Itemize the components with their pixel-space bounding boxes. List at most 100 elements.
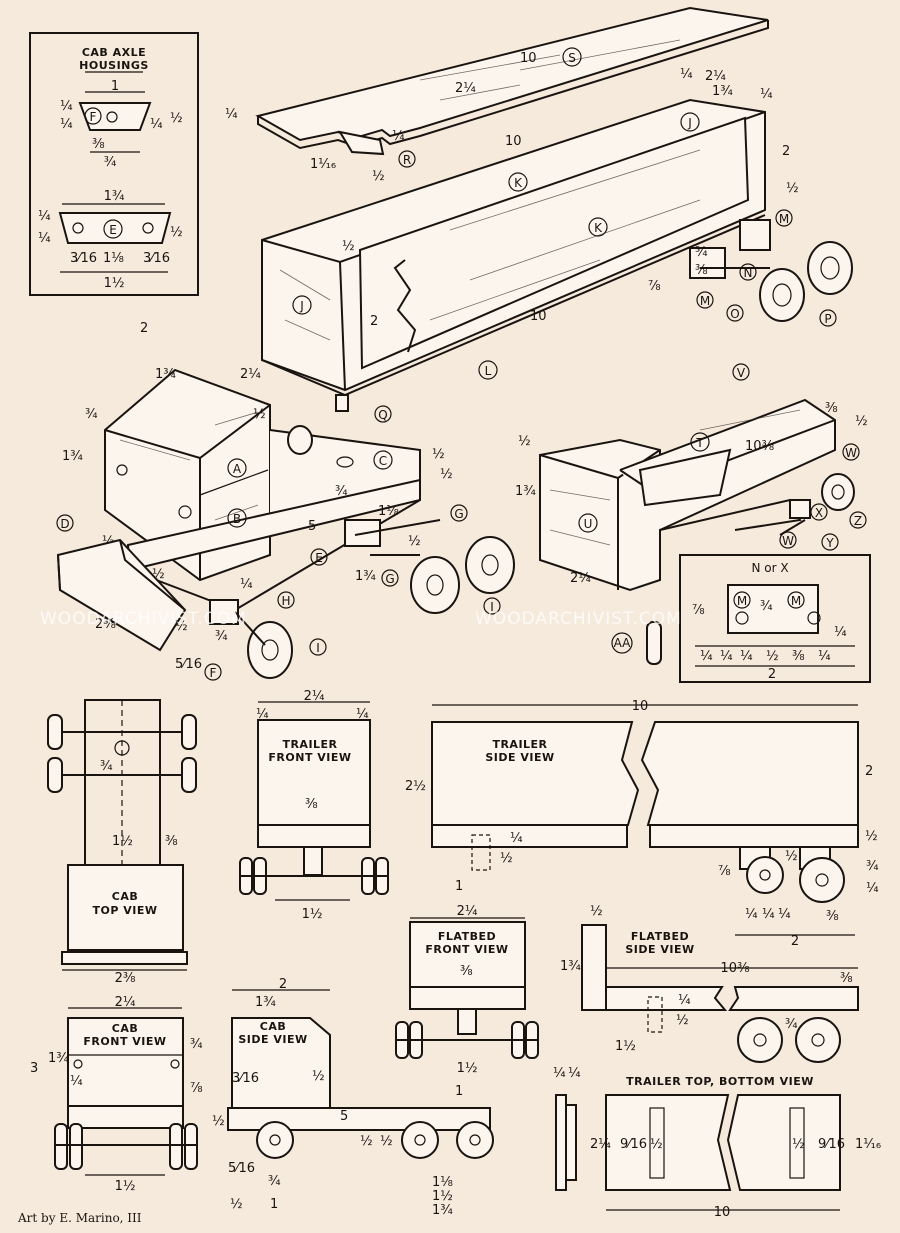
cab-top-view-title-2: TOP VIEW — [93, 904, 158, 917]
axle-inset-d1: ¼ — [700, 649, 713, 664]
dim-cabtop-chassis: 1½ — [112, 834, 133, 849]
axle-inset-d6: ¼ — [818, 649, 831, 664]
dim-cfv-grill: ⅞ — [190, 1081, 203, 1096]
dim-csv-rear-1: 1⅛ — [432, 1175, 453, 1190]
dim-ttb-q1: ¼ — [553, 1066, 566, 1081]
part-b-label: B — [233, 512, 241, 526]
dim-f-height: ½ — [170, 111, 183, 126]
dim-csv-front-axle: ¾ — [268, 1174, 281, 1189]
dim-fsv-h: 1¾ — [560, 959, 581, 974]
dim-tsv-a1: ¼ — [745, 907, 758, 922]
axle-block-inset: N or X M M ¾ ⅞ ¼ ¼ ¼ ¼ ½ ⅜ ¼ 2 — [679, 554, 871, 683]
dim-flatbed-w: 2¼ — [570, 571, 591, 586]
trailer-box-assembly: J J K K L 10 10 2 ½ 2¼ 1¾ ¼ ¼ 2 ½ Q M M — [261, 67, 853, 423]
axle-inset-quarter: ¼ — [834, 625, 847, 640]
dim-flatbed-len: 10⅜ — [745, 439, 775, 454]
dim-fsv-len: 10⅜ — [720, 961, 750, 976]
axle-inset-d3: ¼ — [740, 649, 753, 664]
flatbed-assembly: U T V 10⅜ ½ 1¾ 2¼ ⅜ ½ W X Z W Y AA — [515, 363, 868, 665]
dim-fsv-pin-pos: 1½ — [615, 1039, 636, 1054]
dim-tsv-axle-gap: ½ — [785, 849, 798, 864]
part-u-label: U — [584, 517, 593, 531]
part-x-label: X — [815, 506, 823, 520]
part-k-top-label: K — [514, 176, 523, 190]
dim-r-thick: ¼ — [392, 129, 405, 144]
inset-title-2: HOUSINGS — [79, 59, 149, 72]
dim-ttb-w: 2¼ — [590, 1137, 611, 1152]
dim-s-thick: ¼ — [225, 107, 238, 122]
part-i-rear-label: I — [490, 600, 494, 614]
dim-e-width: 1¾ — [104, 189, 125, 204]
dim-trailer-top-len: 10 — [505, 134, 522, 149]
dim-cfv-axle: 1½ — [115, 1179, 136, 1194]
dim-csv-front-pos: 1 — [270, 1197, 278, 1212]
flatbed-front-view-title-1: FLATBED — [438, 930, 496, 943]
part-e-outline — [58, 212, 172, 244]
dim-e-base: 1½ — [104, 276, 125, 291]
dim-cfv-hood: ¾ — [190, 1037, 203, 1052]
cab-front-view: 2¼ CAB FRONT VIEW ¼ 3 1¾ ¾ ⅞ 1½ — [30, 995, 203, 1194]
trailer-top-part-s: S 10 2¼ ¼ 1¹⁄₁₆ ½ ¼ R — [225, 6, 769, 184]
dim-fsv-deck: ⅜ — [840, 971, 853, 986]
dim-ttb-q2: ¼ — [568, 1066, 581, 1081]
dim-flatbed-deck: ⅜ — [825, 401, 838, 416]
dim-axle-gap: ½ — [408, 534, 421, 549]
dim-cab-visor: ½ — [253, 407, 266, 422]
flatbed-side-view: ½ FLATBED SIDE VIEW 10⅜ 1¾ ⅜ ¼ ½ 1½ ¾ — [560, 904, 859, 1063]
dim-axle-span: 1⅛ — [378, 504, 399, 519]
part-c-label: C — [379, 454, 387, 468]
part-z-label: Z — [854, 514, 862, 528]
dim-ffv-axle: 1½ — [457, 1061, 478, 1076]
cab-top-view-title-1: CAB — [112, 890, 138, 903]
dim-ttb-right-inset: 9⁄16 — [818, 1137, 845, 1152]
dim-tsv-axle-h: ⅞ — [718, 864, 731, 879]
dim-ttb-left-inset: 9⁄16 — [620, 1137, 647, 1152]
dim-f-width: 1 — [111, 79, 119, 94]
part-e-assembly-label: E — [315, 551, 323, 565]
dim-csv-chassis-h: ½ — [212, 1114, 225, 1129]
part-f-label: F — [90, 110, 97, 124]
axle-inset-m-left: M — [737, 594, 747, 608]
cab-front-view-title-2: FRONT VIEW — [83, 1035, 166, 1048]
dim-fsv-front-t: ½ — [590, 904, 603, 919]
part-n-label: N — [744, 266, 753, 280]
dim-tfv-wall-l: ¼ — [256, 707, 269, 722]
part-i-front-label: I — [316, 641, 320, 655]
dim-cfv-w: 2¼ — [115, 995, 136, 1010]
dim-f-hole: ⅜ — [92, 137, 105, 152]
dim-ttb-right-slot: ½ — [792, 1137, 805, 1152]
cab-side-view: 2 1¾ CAB SIDE VIEW ½ 3⁄16 5 ½ 5⁄16 ½ ¾ 1… — [212, 977, 494, 1218]
dim-trailer-end-h: 2 — [782, 144, 790, 159]
dim-tfv-pin: ⅜ — [305, 797, 318, 812]
dim-csv-rear-3: 1¾ — [432, 1203, 453, 1218]
part-aa-label: AA — [614, 636, 632, 650]
dim-s-width: 2¼ — [455, 81, 476, 96]
trailer-side-view-title-1: TRAILER — [492, 738, 547, 751]
dim-trailer-h: 2 — [370, 314, 378, 329]
dim-f-left-2: ¼ — [60, 117, 73, 132]
dim-tsv-pin-pos: 1 — [455, 879, 463, 894]
dim-front-quarter: ¼ — [240, 577, 253, 592]
dim-cfv-h: 1¾ — [48, 1051, 69, 1066]
axle-inset-total: 2 — [768, 667, 776, 682]
dim-csv-windshield: 3⁄16 — [232, 1071, 259, 1086]
part-w-bottom-label: W — [782, 534, 794, 548]
dim-r-width: ½ — [372, 169, 385, 184]
dim-ttb-len: 10 — [714, 1205, 731, 1220]
cab-assembly: A B C 2 1¾ 2¼ ¾ 1¾ ½ 5 ¾ ½ ½ ½ ½ 1⅛ 5⁄16… — [56, 321, 515, 681]
dim-tsv-wheel-r: ¾ — [866, 859, 879, 874]
trailer-front-view: 2¼ ¼ ¼ TRAILER FRONT VIEW ⅜ 1½ — [239, 689, 389, 922]
dim-tsv-pin-h: ½ — [500, 851, 513, 866]
watermark-left: WOODARCHIVIST.COM — [40, 609, 247, 629]
dim-csv-depth: 2 — [279, 977, 287, 992]
dim-cab-h: 1¾ — [62, 449, 83, 464]
part-a-label: A — [233, 462, 242, 476]
dim-csv-front-gap: ½ — [230, 1197, 243, 1212]
dim-tsv-a4: ⅜ — [826, 909, 839, 924]
dim-trailer-inner-w: 1¾ — [712, 84, 733, 99]
flatbed-side-view-title-1: FLATBED — [631, 930, 689, 943]
dim-chassis-h2: ½ — [440, 467, 453, 482]
trailer-front-view-title-2: FRONT VIEW — [268, 751, 351, 764]
dim-cabtop-bumper: 2⅜ — [115, 971, 136, 986]
